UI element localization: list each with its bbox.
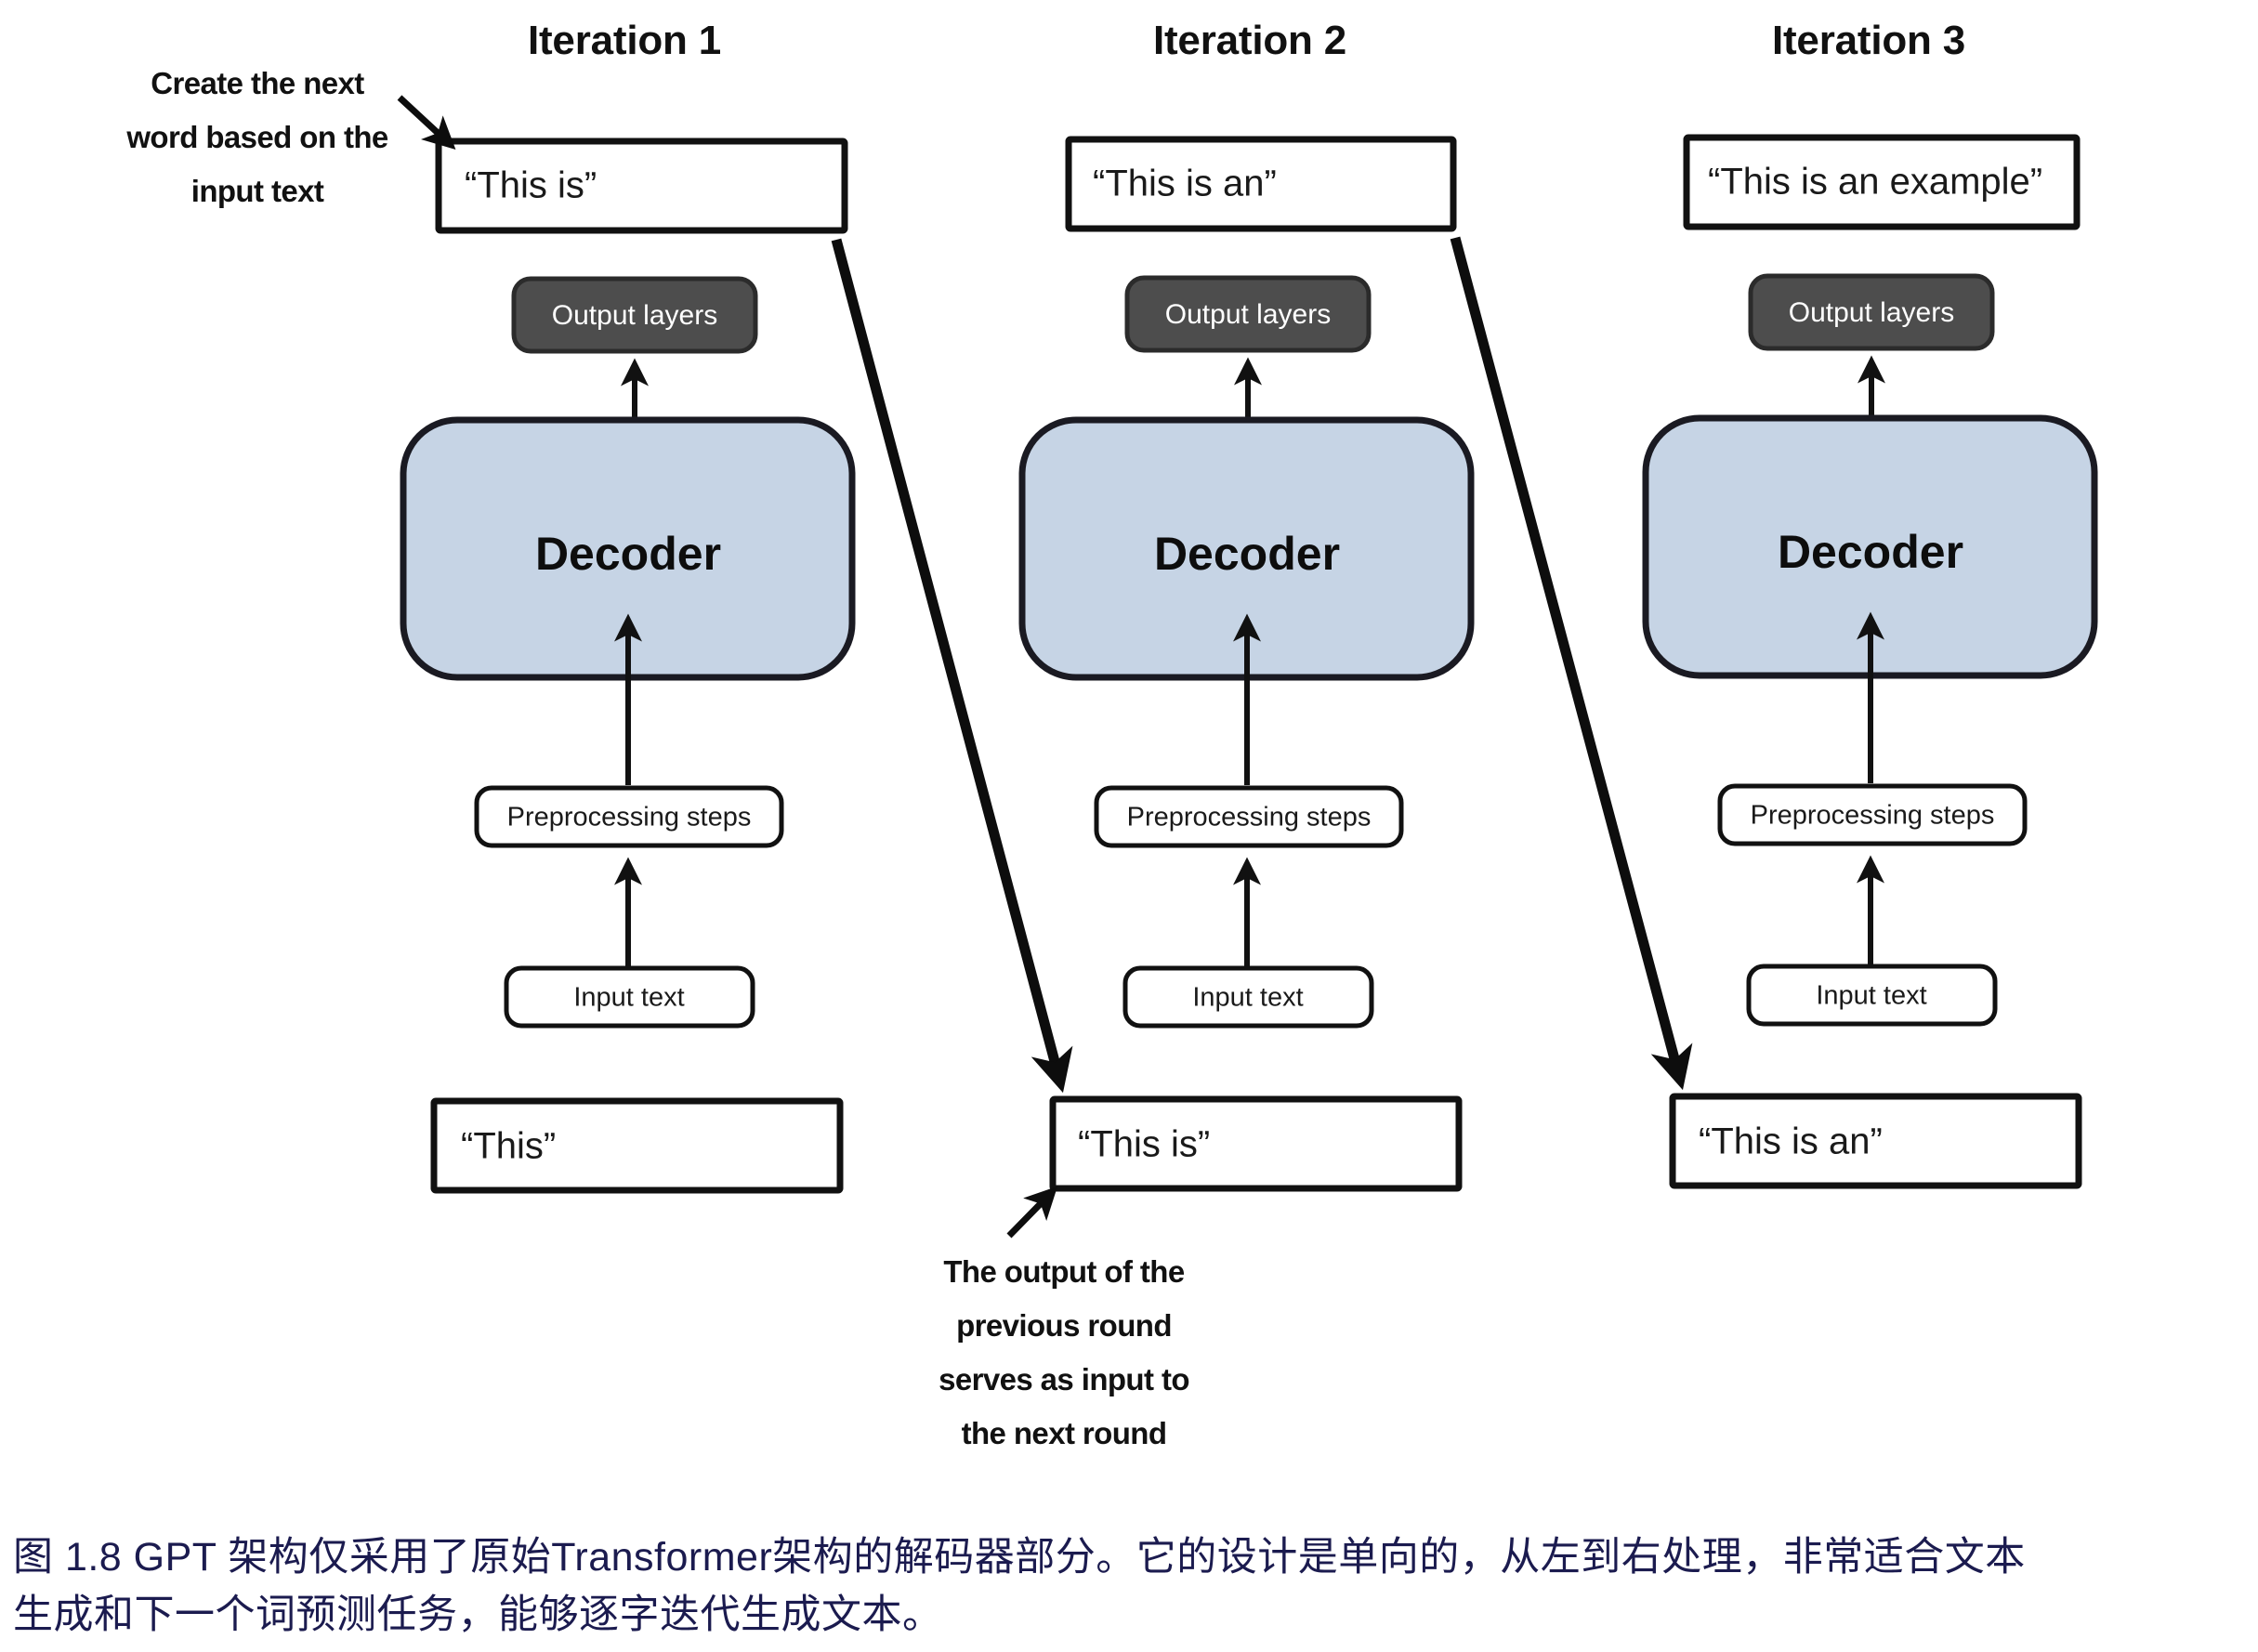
bottom-input-box-1: “This” xyxy=(430,1097,844,1194)
output-feeds-next-round-note-line-4: the next round xyxy=(962,1416,1167,1450)
decoder-label-2: Decoder xyxy=(1154,528,1340,580)
decoder-box-2: Decoder xyxy=(1018,416,1475,681)
feedback-arrow-iter2-to-iter3 xyxy=(1450,236,1693,1091)
preprocessing-box-1: Preprocessing steps xyxy=(474,785,784,848)
top-output-box-rect-3 xyxy=(1683,134,2081,230)
preprocessing-box-2: Preprocessing steps xyxy=(1094,785,1404,848)
decoder-label-1: Decoder xyxy=(535,528,721,580)
input-text-box-1: Input text xyxy=(504,965,755,1029)
figure-caption: 图 1.8 GPT 架构仅采用了原始Transformer架构的解码器部分。它的… xyxy=(13,1535,2026,1637)
output-feeds-next-round-note-line-2: previous round xyxy=(956,1308,1172,1343)
bottom-input-box-text-2: “This is” xyxy=(1078,1124,1210,1165)
preprocessing-label-3: Preprocessing steps xyxy=(1751,801,1995,831)
output-layers-rect-1 xyxy=(511,276,758,354)
output-feeds-next-round-note-line-1: The output of the xyxy=(943,1254,1184,1289)
create-next-word-note: Create the next word based on the input … xyxy=(125,66,456,208)
preprocessing-rect-3 xyxy=(1717,783,2028,846)
column-title-3: Iteration 3 xyxy=(1772,18,1965,63)
create-next-word-note-line-1: Create the next xyxy=(151,66,364,100)
figure-caption-line-2: 生成和下一个词预测任务，能够逐字迭代生成文本。 xyxy=(13,1593,943,1637)
create-next-word-note-line-3: input text xyxy=(191,174,324,208)
create-next-word-note-arrow xyxy=(397,95,456,150)
input-text-box-3: Input text xyxy=(1746,964,1998,1027)
figure-caption-line-1: 图 1.8 GPT 架构仅采用了原始Transformer架构的解码器部分。它的… xyxy=(13,1535,2026,1580)
bottom-input-box-text-3: “This is an” xyxy=(1699,1121,1883,1162)
preprocessing-box-3: Preprocessing steps xyxy=(1717,783,2028,846)
input-text-rect-3 xyxy=(1746,964,1998,1027)
bottom-input-box-rect-2 xyxy=(1049,1095,1463,1192)
output-layers-box-3: Output layers xyxy=(1748,273,1995,351)
top-output-box-text-1: “This is” xyxy=(465,165,597,206)
input-text-rect-2 xyxy=(1122,965,1374,1029)
top-output-box-rect-2 xyxy=(1065,136,1457,232)
top-output-box-2: “This is an” xyxy=(1065,136,1457,232)
output-layers-rect-2 xyxy=(1124,275,1372,353)
column-title-1: Iteration 1 xyxy=(528,18,721,63)
create-next-word-note-line-2: word based on the xyxy=(125,120,388,154)
output-feeds-next-round-note: The output of the previous round serves … xyxy=(939,1186,1189,1450)
output-layers-label-3: Output layers xyxy=(1789,297,1954,328)
top-output-box-1: “This is” xyxy=(435,138,848,234)
decoder-label-3: Decoder xyxy=(1778,526,1963,578)
preprocessing-rect-2 xyxy=(1094,785,1404,848)
preprocessing-label-1: Preprocessing steps xyxy=(507,803,752,833)
column-iteration-2: Iteration 2 “This is an” Output layers D… xyxy=(1018,18,1475,1192)
output-layers-box-1: Output layers xyxy=(511,276,758,354)
output-layers-label-2: Output layers xyxy=(1165,299,1331,330)
feedback-arrow-iter1-to-iter2 xyxy=(831,238,1073,1094)
preprocessing-label-2: Preprocessing steps xyxy=(1127,803,1372,833)
top-output-box-text-2: “This is an” xyxy=(1093,164,1277,204)
bottom-input-box-2: “This is” xyxy=(1049,1095,1463,1192)
output-feeds-next-round-note-arrow xyxy=(1006,1186,1058,1239)
top-output-box-rect-1 xyxy=(435,138,848,234)
decoder-box-3: Decoder xyxy=(1642,414,2098,679)
column-iteration-1: Iteration 1 “This is” Output layers Deco… xyxy=(400,18,856,1194)
column-iteration-3: Iteration 3 “This is an example” Output … xyxy=(1642,18,2098,1189)
bottom-input-box-3: “This is an” xyxy=(1669,1093,2082,1189)
top-output-box-3: “This is an example” xyxy=(1683,134,2081,230)
output-layers-box-2: Output layers xyxy=(1124,275,1372,353)
output-layers-rect-3 xyxy=(1748,273,1995,351)
input-text-rect-1 xyxy=(504,965,755,1029)
bottom-input-box-rect-1 xyxy=(430,1097,844,1194)
output-feeds-next-round-note-line-3: serves as input to xyxy=(939,1362,1189,1396)
top-output-box-text-3: “This is an example” xyxy=(1708,162,2042,203)
preprocessing-rect-1 xyxy=(474,785,784,848)
output-layers-label-1: Output layers xyxy=(552,300,717,331)
decoder-box-1: Decoder xyxy=(400,416,856,681)
bottom-input-box-rect-3 xyxy=(1669,1093,2082,1189)
bottom-input-box-text-1: “This” xyxy=(461,1126,556,1167)
input-text-label-1: Input text xyxy=(573,983,684,1013)
input-text-label-3: Input text xyxy=(1816,981,1926,1011)
input-text-label-2: Input text xyxy=(1192,983,1303,1013)
input-text-box-2: Input text xyxy=(1122,965,1374,1029)
column-title-2: Iteration 2 xyxy=(1153,18,1346,63)
